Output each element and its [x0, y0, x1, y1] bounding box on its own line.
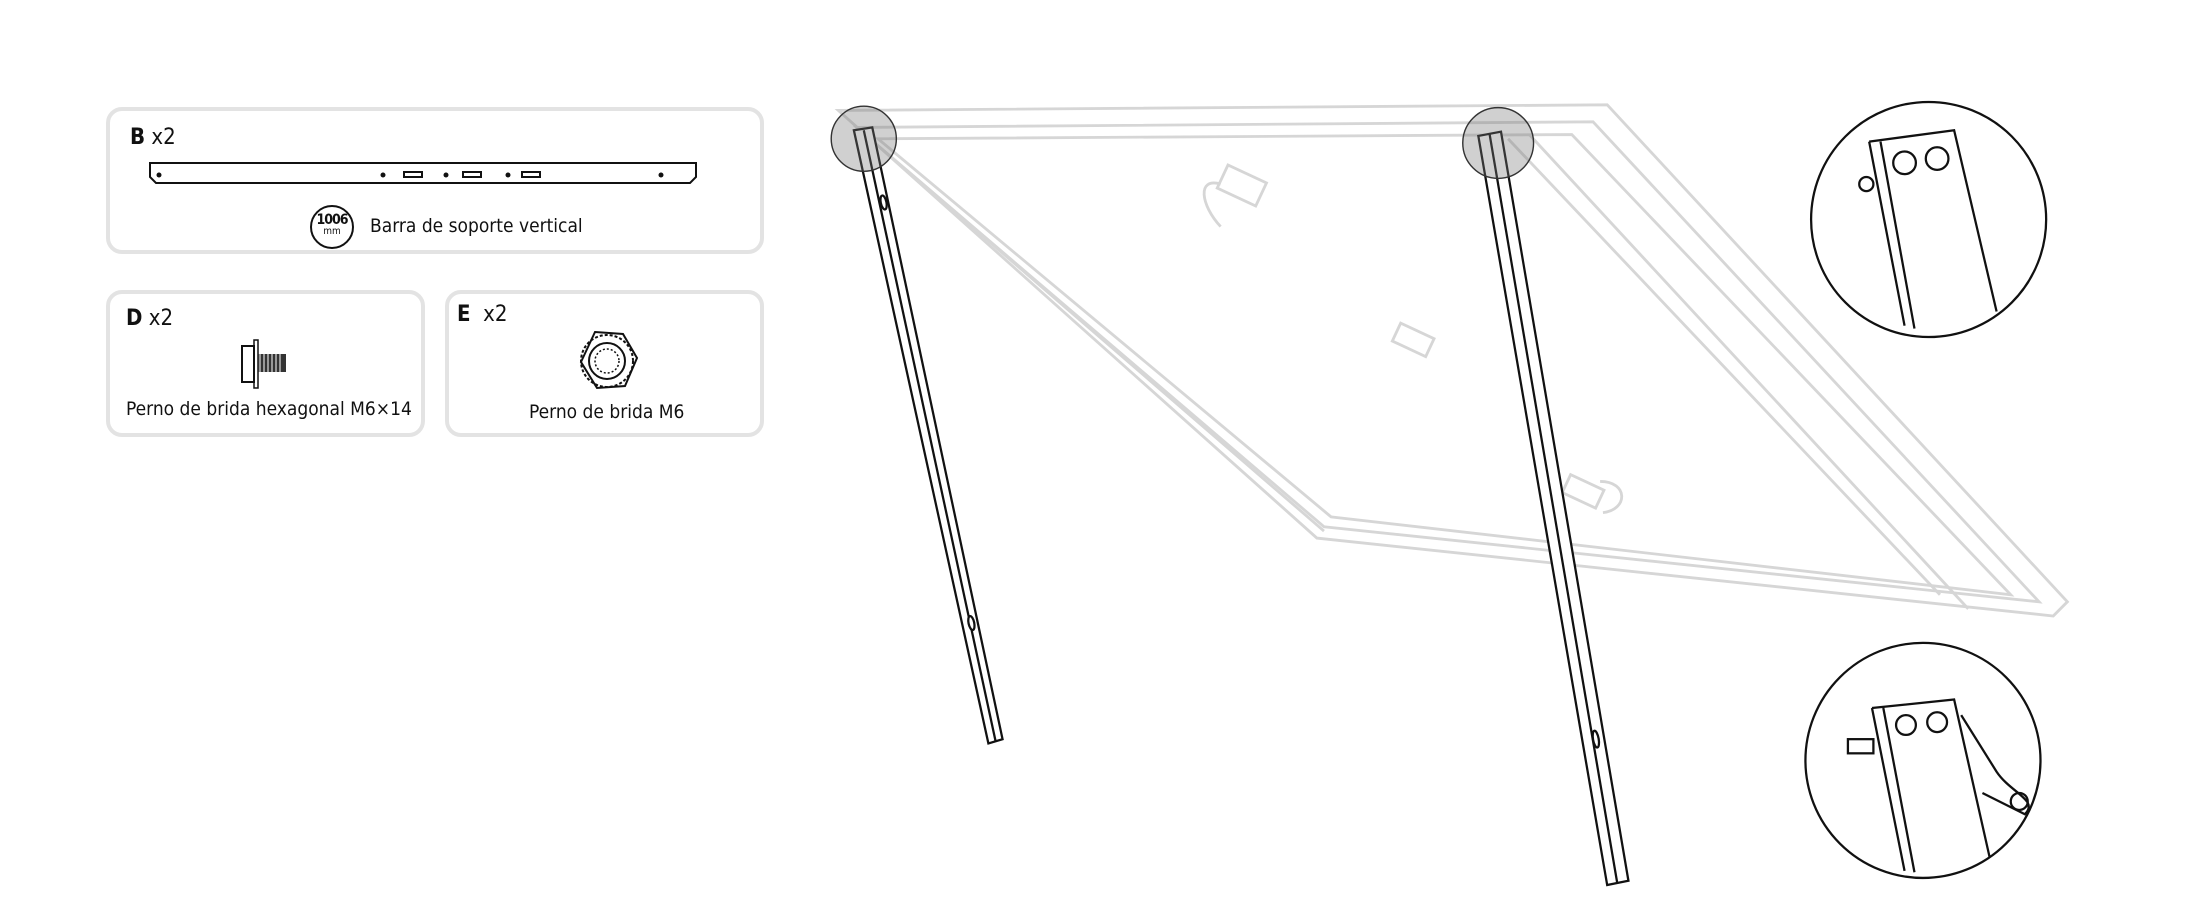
part-letter: D	[126, 306, 143, 331]
vertical-bar-icon	[149, 162, 697, 184]
solar-panel-frame	[834, 103, 2070, 618]
part-card-e: E x2 Perno de brida M6	[445, 290, 764, 437]
part-letter: E	[457, 302, 471, 327]
length-badge: 1006 mm	[310, 205, 354, 249]
part-qty: x2	[151, 125, 176, 150]
vertical-bar-right	[1477, 130, 1630, 887]
hex-flange-bolt-icon	[241, 339, 286, 389]
part-card-d: D x2 Perno de brida hexagonal M6×14	[106, 290, 425, 437]
part-qty: x2	[483, 302, 508, 327]
flange-nut-icon	[579, 330, 639, 390]
vertical-bar-left	[852, 126, 1004, 745]
part-letter: B	[130, 125, 146, 150]
part-qty: x2	[148, 306, 174, 331]
part-card-b: B x2 1006 mm Barra de soporte vertical	[106, 107, 764, 254]
part-name: Barra de soporte vertical	[370, 215, 583, 237]
highlight-circle-right	[1462, 106, 1535, 180]
part-name: Perno de brida hexagonal M6×14	[126, 398, 412, 420]
detail-circle-top	[1809, 100, 2048, 339]
part-name: Perno de brida M6	[529, 401, 685, 423]
detail-circle-bottom	[1804, 641, 2042, 880]
highlight-circle-left	[830, 105, 898, 173]
